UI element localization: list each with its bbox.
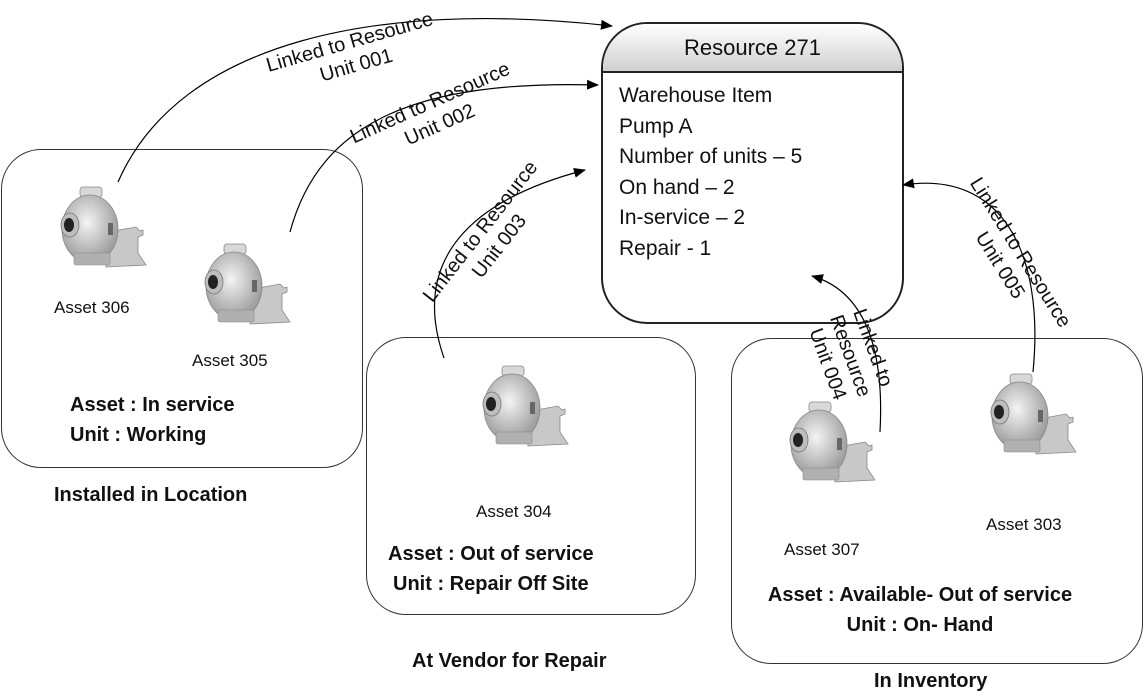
- asset-status: Asset : In service: [70, 394, 235, 416]
- group-box-inventory: [731, 338, 1143, 664]
- asset-status: Asset : Out of service: [388, 543, 594, 565]
- unit-status: Unit : Repair Off Site: [393, 573, 589, 595]
- resource-box: Resource 271 Warehouse Item Pump A Numbe…: [601, 22, 904, 324]
- group-caption: Installed in Location: [54, 484, 248, 506]
- group-caption: At Vendor for Repair: [412, 650, 607, 672]
- group-box-vendor: [366, 337, 696, 615]
- resource-line: Pump A: [619, 114, 693, 138]
- asset-label: Asset 304: [476, 502, 552, 521]
- asset-label: Asset 307: [784, 540, 860, 559]
- resource-line: In-service – 2: [619, 206, 746, 229]
- resource-line: On hand – 2: [619, 175, 735, 199]
- resource-details: Warehouse Item Pump A Number of units – …: [603, 73, 902, 264]
- unit-status: Unit : On- Hand: [846, 614, 994, 636]
- status-text: Asset : Available- Out of service Unit :…: [729, 580, 1111, 640]
- link-arrow-003: [434, 167, 586, 359]
- link-arrow-002: [289, 79, 599, 233]
- status-text: Asset : Out of service Unit : Repair Off…: [388, 539, 594, 599]
- group-box-installed: [1, 149, 363, 468]
- link-arrow-005: [902, 178, 1036, 373]
- resource-line: Number of units – 5: [619, 145, 803, 168]
- status-text: Asset : In service Unit : Working: [70, 390, 235, 450]
- asset-status: Asset : Available- Out of service: [767, 584, 1073, 606]
- pump-icon: [777, 398, 877, 493]
- unit-status: Unit : Working: [70, 424, 207, 446]
- pump-icon: [978, 370, 1078, 465]
- asset-label: Asset 303: [986, 515, 1062, 534]
- asset-label: Asset 306: [54, 298, 130, 317]
- resource-line: Repair - 1: [619, 236, 712, 260]
- pump-icon: [192, 240, 292, 335]
- asset-label: Asset 305: [192, 351, 268, 370]
- pump-icon: [470, 362, 570, 457]
- link-arrow-001: [117, 18, 613, 183]
- resource-line: Warehouse Item: [619, 84, 773, 107]
- resource-title: Resource 271: [603, 24, 902, 73]
- link-arrow-004: [811, 274, 882, 433]
- group-caption: In Inventory: [874, 670, 988, 692]
- pump-icon: [48, 183, 148, 278]
